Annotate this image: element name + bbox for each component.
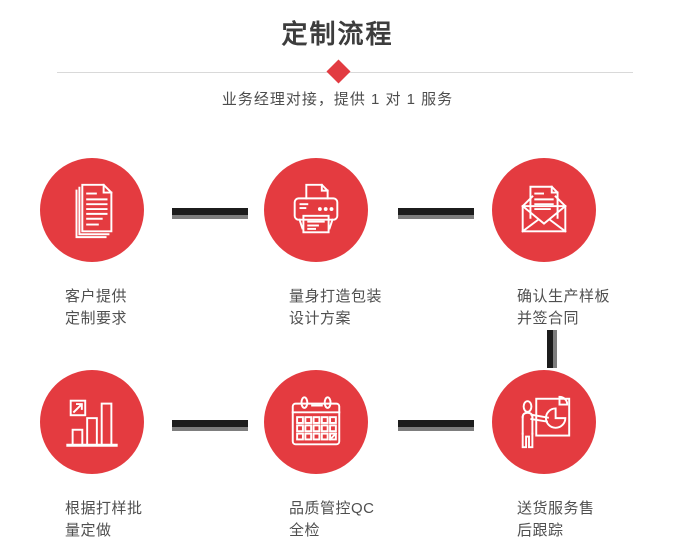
step-circle [492,370,596,474]
step-qc-inspection: 品质管控QC 全检 [264,370,434,542]
step-label-line2: 并签合同 [517,310,580,327]
step-label-line1: 品质管控QC [289,500,375,517]
connector-vertical [547,330,557,368]
documents-icon [75,183,113,239]
step-label-line1: 根据打样批 [65,500,143,517]
bar-chart-icon [66,399,118,447]
step-label: 量身打造包装 设计方案 [289,286,434,330]
step-label-line1: 量身打造包装 [289,288,383,305]
connector-row2-left [172,420,248,431]
step-label-line2: 量定做 [65,522,112,539]
step-circle [40,370,144,474]
step-batch-production: 根据打样批 量定做 [40,370,210,542]
step-label-line1: 确认生产样板 [517,288,611,305]
page-title: 定制流程 [281,19,394,49]
step-delivery-aftersales: 送货服务售 后跟踪 [492,370,662,542]
step-label-line1: 客户提供 [65,288,128,305]
step-label: 品质管控QC 全检 [289,498,434,542]
step-label-line2: 设计方案 [289,310,352,327]
step-circle [264,370,368,474]
step-label-line1: 送货服务售 [517,500,595,517]
step-circle [492,158,596,262]
step-label-line2: 全检 [289,522,321,539]
step-label: 送货服务售 后跟踪 [517,498,662,542]
step-label: 客户提供 定制要求 [65,286,210,330]
step-label: 确认生产样板 并签合同 [517,286,662,330]
step-sample-contract: 确认生产样板 并签合同 [492,158,662,330]
presentation-icon [521,395,571,449]
connector-row1-right [398,208,474,219]
page-subtitle: 业务经理对接，提供 1 对 1 服务 [221,91,454,108]
envelope-letter-icon [521,185,567,233]
connector-row1-left [172,208,248,219]
calendar-icon [291,396,341,446]
step-circle [264,158,368,262]
step-label-line2: 定制要求 [65,310,128,327]
connector-row2-right [398,420,474,431]
red-diamond-icon [326,59,351,84]
printer-icon [293,183,339,234]
step-customer-requirements: 客户提供 定制要求 [40,158,210,330]
step-label: 根据打样批 量定做 [65,498,210,542]
step-circle [40,158,144,262]
step-packaging-design: 量身打造包装 设计方案 [264,158,434,330]
step-label-line2: 后跟踪 [517,522,564,539]
